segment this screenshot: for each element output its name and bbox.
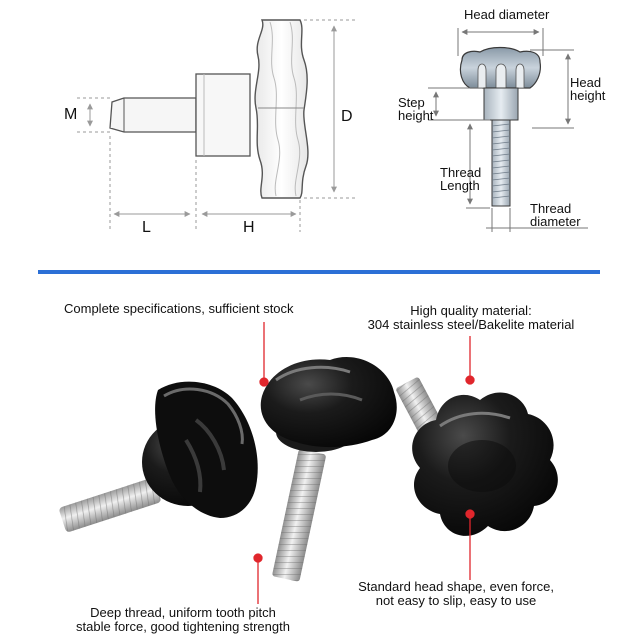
callout-material-line1: High quality material: <box>410 303 532 318</box>
dimension-m-label: M <box>64 106 78 123</box>
knob-left <box>59 381 258 532</box>
thread-length-label-2: Length <box>440 178 480 193</box>
callout-material-line2: 304 stainless steel/Bakelite material <box>367 317 575 332</box>
callout-markers <box>253 322 475 604</box>
callout-specs: Complete specifications, sufficient stoc… <box>64 301 294 316</box>
callout-thread-line2: stable force, good tightening strength <box>76 619 290 634</box>
knob-middle <box>260 356 397 582</box>
dimension-h-label: H <box>243 219 255 236</box>
thread-length-label-1: Thread <box>440 165 482 180</box>
callout-thread-line1: Deep thread, uniform tooth pitch <box>90 605 276 620</box>
head-diameter-label: Head diameter <box>464 7 550 22</box>
side-view-drawing <box>74 19 356 232</box>
thread-diameter-label-2: diameter <box>530 214 581 229</box>
dimension-d-label: D <box>341 108 353 125</box>
head-height-label-1: Head <box>570 75 602 90</box>
step-height-label-1: Step <box>398 95 425 110</box>
head-height-label-2: height <box>570 88 606 103</box>
head-dimension-drawing <box>428 28 588 232</box>
collar-outline <box>195 73 251 157</box>
product-illustration <box>59 322 558 604</box>
knob-head-outline <box>254 19 309 199</box>
section-divider <box>38 270 600 274</box>
step-shape <box>483 87 519 121</box>
dimension-l-label: L <box>142 219 151 236</box>
knob-right <box>396 377 558 536</box>
callout-head-shape-line2: not easy to slip, easy to use <box>375 593 537 608</box>
thread-diameter-label-1: Thread <box>530 201 572 216</box>
callout-head-shape-line1: Standard head shape, even force, <box>358 579 554 594</box>
step-height-label-2: height <box>398 108 434 123</box>
thread-shape <box>491 119 511 207</box>
